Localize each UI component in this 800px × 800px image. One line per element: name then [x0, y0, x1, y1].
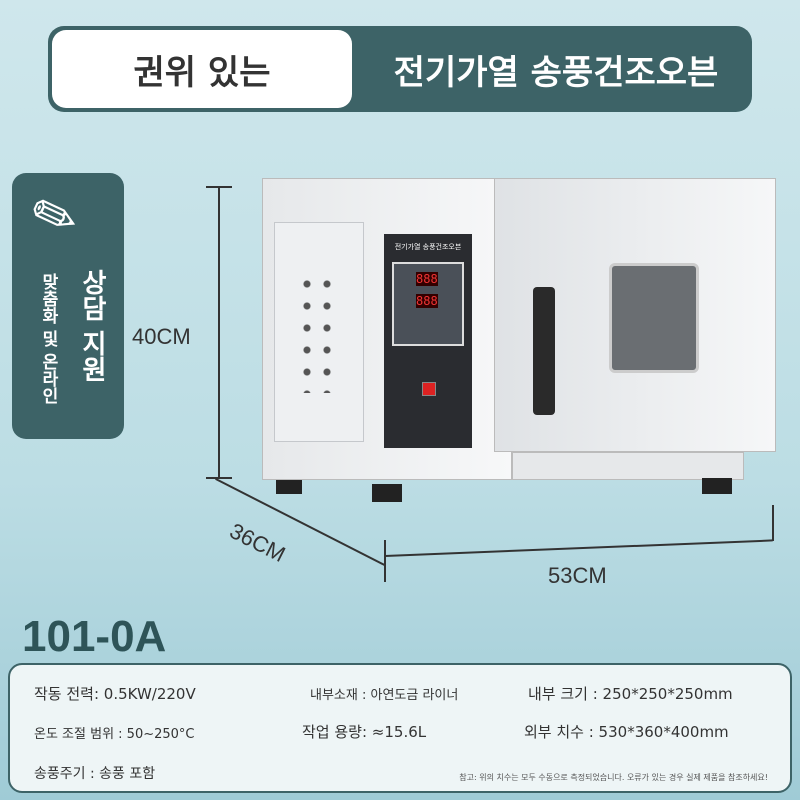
badge-line-1: 상담 지원: [77, 269, 107, 383]
title-banner: 권위 있는 전기가열 송풍건조오븐: [48, 26, 752, 112]
display-bottom: 888: [416, 294, 438, 308]
panel-title: 전기가열 송풍건조오븐: [394, 243, 462, 251]
base: [512, 452, 744, 480]
badge-line-2: 맞춤화 및 온라인: [38, 273, 58, 404]
spec-blower: 송풍주기 : 송풍 포함: [34, 766, 156, 782]
spec-outer-size: 외부 치수 : 530*360*400mm: [524, 723, 729, 741]
ruler-pencil-icon: ✎: [22, 179, 87, 254]
temperature-controller: 888 888: [392, 262, 464, 346]
dimension-tick: [772, 505, 774, 541]
height-dimension-line: [218, 186, 220, 478]
vent-holes: [297, 273, 337, 393]
banner-title: 전기가열 송풍건조오븐: [393, 52, 719, 93]
dimension-tick: [384, 540, 386, 582]
measurement-note: 참고: 위의 치수는 모두 수동으로 측정되었습니다. 오류가 있는 경우 실제…: [459, 773, 768, 782]
depth-label: 36CM: [225, 518, 290, 568]
side-panel: [274, 222, 364, 442]
spec-inner-size: 내부 크기 : 250*250*250mm: [528, 685, 733, 703]
spec-table: 작동 전력: 0.5KW/220V 내부소재 : 아연도금 라이너 내부 크기 …: [8, 663, 792, 793]
spec-power: 작동 전력: 0.5KW/220V: [34, 685, 196, 703]
spec-material: 내부소재 : 아연도금 라이너: [310, 688, 459, 703]
dimension-tick: [206, 477, 232, 479]
oven-door[interactable]: [494, 178, 776, 452]
dimension-tick: [206, 186, 232, 188]
width-dimension-line: [385, 539, 773, 557]
width-label: 53CM: [548, 563, 607, 588]
model-number: 101-0A: [22, 612, 167, 661]
height-label: 40CM: [132, 324, 191, 349]
foot: [276, 480, 302, 494]
display-top: 888: [416, 272, 438, 286]
door-handle[interactable]: [533, 287, 555, 415]
banner-left-label: 권위 있는: [52, 30, 352, 108]
foot: [702, 478, 732, 494]
control-panel: 전기가열 송풍건조오븐 888 888: [384, 234, 472, 448]
power-switch[interactable]: [422, 382, 436, 396]
spec-capacity: 작업 용량: ≈15.6L: [302, 723, 427, 741]
foot: [372, 484, 402, 502]
viewing-window: [609, 263, 699, 373]
spec-temp-range: 온도 조절 범위 : 50~250°C: [34, 727, 195, 742]
support-badge: ✎ 상담 지원 맞춤화 및 온라인: [12, 173, 124, 439]
